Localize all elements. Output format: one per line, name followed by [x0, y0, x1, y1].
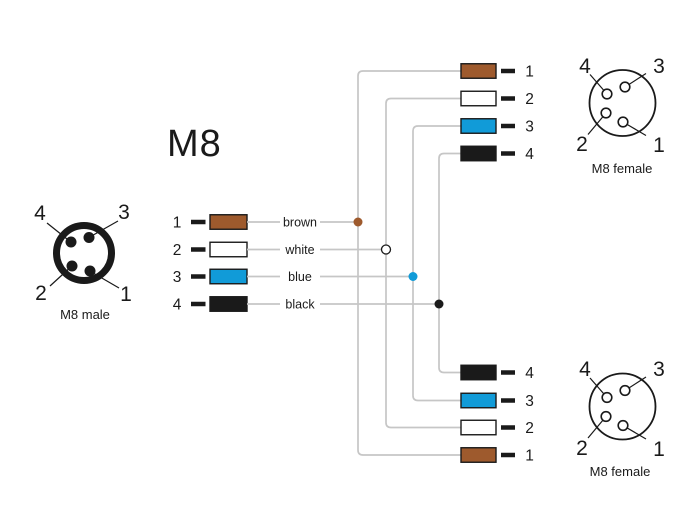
terminal-bottom-row-1-color-box: [460, 447, 497, 463]
trunk-black-wire: [438, 152, 461, 374]
junction-dot-blue: [408, 272, 418, 281]
terminal-top-row-3: 3: [460, 118, 534, 136]
terminals-bottom: 4 3 2 1: [460, 364, 534, 465]
terminal-top-row-1-pin-number: 1: [525, 64, 534, 81]
male-pin2-label: 2: [35, 282, 47, 305]
wire-row-3: 3 blue: [173, 268, 413, 286]
junction-dots: [353, 217, 444, 309]
wire-row-2-pin-number: 2: [173, 242, 182, 259]
male-connector-body: [53, 222, 115, 284]
terminal-bottom-row-1-pin-number: 1: [525, 448, 534, 465]
wire-row-2-label-bg: [280, 243, 320, 256]
female-top-pin1-label: 1: [653, 134, 665, 157]
terminal-bottom-row-2-color-box: [460, 419, 497, 436]
terminal-top-row-1-color-box: [460, 63, 497, 79]
male-connector: 4 3 2 1 M8 male: [34, 201, 132, 322]
wire-row-4-label-bg: [280, 297, 320, 311]
terminal-bottom-row-2-pin-number: 2: [525, 420, 534, 437]
male-connector-caption: M8 male: [60, 307, 110, 322]
terminal-bottom-row-3-pin-number: 3: [525, 393, 534, 410]
male-pin2: [66, 260, 78, 272]
wire-row-3-label-bg: [280, 270, 320, 283]
male-pin3-label: 3: [118, 201, 130, 224]
terminal-bottom-row-1: 1: [460, 447, 534, 465]
female-connector-bottom: 4 3 2 1 M8 female: [576, 358, 665, 479]
wire-row-2: 2 white: [173, 241, 386, 259]
female-top-pin2-label: 2: [576, 133, 588, 156]
wire-row-1: 1 brown: [173, 214, 358, 232]
diagram-title: M8: [167, 123, 222, 165]
terminal-top-row-2: 2: [460, 90, 534, 108]
male-pin4: [65, 236, 77, 248]
trunk-brown-wire: [357, 70, 461, 456]
wire-row-3-color-label: blue: [288, 270, 312, 284]
female-bottom-connector-body: [588, 372, 657, 441]
female-top-socket3: [619, 81, 631, 93]
cable-trunks: [357, 70, 461, 456]
female-bottom-pin1-label: 1: [653, 438, 665, 461]
wire-row-1-color-label: brown: [283, 216, 317, 230]
terminal-bottom-row-4-color-box: [460, 364, 497, 381]
terminal-top-row-2-pin-number: 2: [525, 91, 534, 108]
wire-row-4: 4 black: [173, 296, 439, 314]
wire-row-2-color-label: white: [284, 243, 314, 257]
female-bottom-caption: M8 female: [590, 464, 651, 479]
female-bottom-socket4: [601, 391, 613, 404]
female-connector-top: 4 3 2 1 M8 female: [576, 55, 665, 176]
female-bottom-pin2-label: 2: [576, 437, 588, 460]
terminal-bottom-row-3-color-box: [460, 392, 497, 409]
female-bottom-pin4-label: 4: [579, 358, 591, 381]
terminal-bottom-row-2: 2: [460, 419, 534, 437]
female-bottom-pin3-label: 3: [653, 358, 665, 381]
trunk-blue-wire: [412, 125, 461, 402]
wire-row-4-pin-number: 4: [173, 297, 182, 314]
wire-row-4-color-box: [209, 296, 248, 312]
wire-row-3-color-box: [209, 268, 248, 285]
wire-list: 1 brown 2 white 3 blue 4: [173, 214, 439, 314]
female-top-connector-body: [588, 69, 657, 137]
male-pin1-label: 1: [120, 283, 132, 306]
terminal-top-row-4-color-box: [460, 145, 497, 162]
terminal-bottom-row-4: 4: [460, 364, 534, 382]
female-top-pin3-label: 3: [653, 55, 665, 78]
trunk-white-wire: [385, 97, 461, 429]
junction-dot-brown: [353, 217, 363, 227]
female-top-socket4: [601, 88, 613, 100]
female-top-caption: M8 female: [592, 161, 653, 176]
wire-row-2-color-box: [209, 241, 248, 258]
wire-row-1-color-box: [209, 214, 248, 230]
female-bottom-socket2: [600, 410, 612, 423]
wire-row-3-pin-number: 3: [173, 269, 182, 286]
junction-dot-black: [434, 299, 444, 309]
terminal-bottom-row-4-pin-number: 4: [525, 365, 534, 382]
terminal-top-row-1: 1: [460, 63, 534, 81]
terminal-top-row-3-pin-number: 3: [525, 119, 534, 136]
terminal-top-row-3-color-box: [460, 118, 497, 134]
terminal-top-row-4-pin-number: 4: [525, 146, 534, 163]
female-bottom-socket3: [619, 384, 631, 397]
junction-dot-white: [380, 244, 392, 255]
female-top-pin4-label: 4: [579, 55, 591, 78]
male-pin4-label: 4: [34, 202, 46, 225]
female-top-socket1: [617, 116, 629, 128]
wire-row-1-label-bg: [280, 215, 320, 229]
terminal-bottom-row-3: 3: [460, 392, 534, 410]
terminal-top-row-2-color-box: [460, 90, 497, 107]
male-pin1: [84, 265, 96, 277]
wire-row-1-pin-number: 1: [173, 215, 182, 232]
male-pin3: [83, 232, 95, 243]
terminals-top: 1 2 3 4: [460, 63, 534, 163]
female-top-socket2: [600, 107, 612, 119]
female-bottom-socket1: [617, 419, 629, 432]
terminal-top-row-4: 4: [460, 145, 534, 163]
wire-row-4-color-label: black: [285, 298, 315, 312]
